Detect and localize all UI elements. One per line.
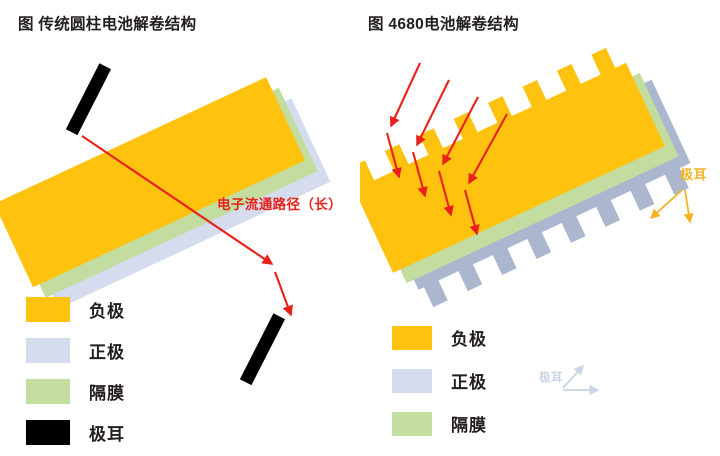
legend-right: 负极 正极 隔膜 xyxy=(392,325,487,436)
legend-item-tab: 极耳 xyxy=(26,420,125,445)
arrow-group-short-electron-paths xyxy=(385,62,508,236)
panel-conventional-cylindrical: 图 传统圆柱电池解卷结构 xyxy=(0,16,343,445)
legend-item-cathode: 正极 xyxy=(26,338,125,363)
tab-callout-arrows-cathode xyxy=(562,364,600,395)
electron-path-label-left: 电子流通路径（长） xyxy=(217,197,343,212)
cathode-swatch xyxy=(392,368,432,393)
legend-item-separator: 隔膜 xyxy=(26,379,125,404)
separator-swatch xyxy=(26,379,70,404)
diagram-4680-cell xyxy=(360,0,720,456)
separator-swatch xyxy=(392,411,432,436)
arrow-cross-layer-hop-left xyxy=(274,271,293,317)
tab-anode-left xyxy=(65,63,112,136)
tab-callout-label-anode: 极耳 xyxy=(680,167,708,182)
legend-item-anode: 负极 xyxy=(392,325,487,350)
legend-item-separator: 隔膜 xyxy=(392,411,487,436)
tab-cathode-left xyxy=(239,313,286,386)
legend-label-anode: 负极 xyxy=(89,302,125,321)
arrow-long-electron-path xyxy=(81,135,274,265)
legend-label-anode: 负极 xyxy=(451,330,487,349)
cathode-swatch xyxy=(26,338,70,363)
legend-label-tab: 极耳 xyxy=(89,425,125,444)
legend-label-separator: 隔膜 xyxy=(451,416,487,435)
panel-4680-cell: 图 4680电池解卷结构 xyxy=(360,0,720,456)
anode-swatch xyxy=(26,297,70,322)
tab-callout-arrows-anode xyxy=(649,189,694,224)
legend-left: 负极 正极 隔膜 极耳 xyxy=(26,297,125,445)
legend-label-cathode: 正极 xyxy=(89,343,125,362)
tab-callout-label-cathode: 极耳 xyxy=(539,372,563,384)
tab-swatch xyxy=(26,420,70,445)
legend-label-separator: 隔膜 xyxy=(89,384,125,403)
legend-item-anode: 负极 xyxy=(26,297,125,322)
anode-swatch xyxy=(392,325,432,350)
legend-label-cathode: 正极 xyxy=(451,373,487,392)
page-title-left: 图 传统圆柱电池解卷结构 xyxy=(18,16,197,33)
legend-item-cathode: 正极 xyxy=(392,368,487,393)
page-title-right: 图 4680电池解卷结构 xyxy=(368,16,519,33)
diagram-conventional-cylindrical xyxy=(0,63,331,386)
